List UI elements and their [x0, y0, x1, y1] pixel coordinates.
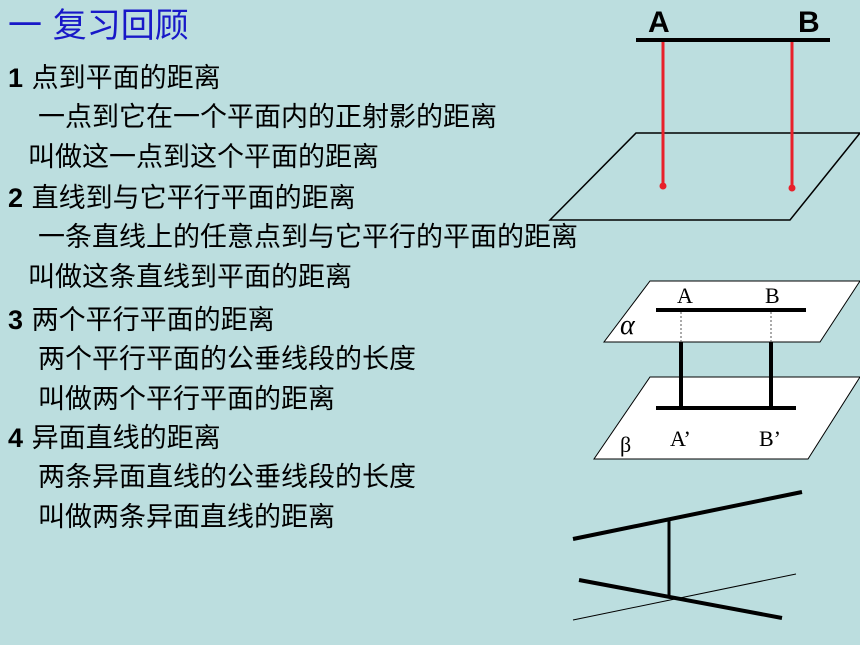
skew-line-2 [578, 578, 783, 620]
item-1-number: 1 [8, 63, 24, 93]
label-alpha: α [620, 310, 635, 341]
figure-parallel-planes [593, 280, 860, 460]
slide-title: 一 复习回顾 [8, 6, 189, 46]
item-4-number: 4 [8, 423, 24, 453]
item-2-heading: 2 直线到与它平行平面的距离 [8, 180, 356, 217]
item-4-line-2: 叫做两条异面直线的距离 [38, 502, 335, 533]
label-b-prime: B’ [759, 426, 781, 451]
label-a-prime: A’ [670, 426, 691, 451]
plane-1 [548, 132, 860, 221]
label-plane-a: A [677, 283, 693, 308]
item-1-line-2: 叫做这一点到这个平面的距离 [28, 142, 379, 173]
foot-point-b [788, 184, 796, 192]
item-3-heading-text: 两个平行平面的距离 [23, 305, 275, 336]
item-1-heading: 1 点到平面的距离 [8, 60, 221, 97]
item-3-line-1: 两个平行平面的公垂线段的长度 [38, 344, 416, 375]
plane-beta [593, 376, 860, 460]
item-3-heading: 3 两个平行平面的距离 [8, 302, 275, 339]
item-1-line-1: 一点到它在一个平面内的正射影的距离 [38, 102, 497, 133]
item-2-heading-text: 直线到与它平行平面的距离 [23, 183, 356, 214]
item-3-line-2: 叫做两个平行平面的距离 [38, 384, 335, 415]
label-a: A [648, 6, 670, 39]
auxiliary-line [572, 573, 797, 621]
label-plane-b: B [765, 283, 780, 308]
label-b: B [798, 6, 820, 39]
item-1-heading-text: 点到平面的距离 [23, 63, 221, 94]
label-beta: β [620, 432, 632, 457]
item-2-line-2: 叫做这条直线到平面的距离 [28, 262, 352, 293]
item-2-number: 2 [8, 183, 24, 213]
figure-line-plane [548, 38, 860, 221]
item-3-number: 3 [8, 305, 24, 335]
figure-skew-lines [572, 490, 803, 621]
item-2-line-1: 一条直线上的任意点到与它平行的平面的距离 [38, 222, 578, 253]
foot-point-a [659, 182, 667, 190]
item-4-heading: 4 异面直线的距离 [8, 420, 221, 457]
item-4-heading-text: 异面直线的距离 [23, 423, 221, 454]
skew-line-1 [572, 490, 803, 541]
item-4-line-1: 两条异面直线的公垂线段的长度 [38, 462, 416, 493]
